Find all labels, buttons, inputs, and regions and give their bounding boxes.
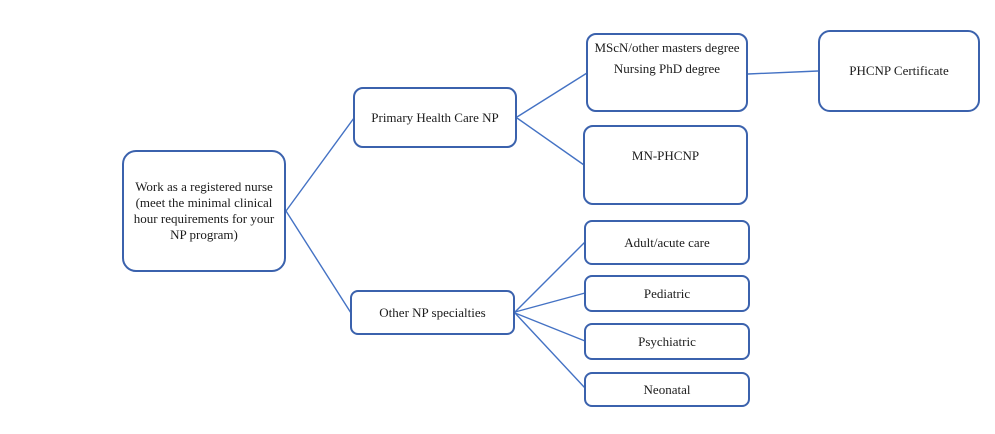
node-neonatal: Neonatal bbox=[584, 372, 750, 407]
node-neonatal-label: Neonatal bbox=[643, 381, 691, 397]
edge-other-pediatric bbox=[514, 292, 586, 313]
edge-mscn-phcnp bbox=[747, 70, 819, 75]
node-adult-acute-care: Adult/acute care bbox=[584, 220, 750, 265]
node-registered-nurse: Work as a registered nurse (meet the min… bbox=[122, 150, 286, 272]
node-adult-acute-care-label: Adult/acute care bbox=[624, 234, 710, 250]
node-pediatric: Pediatric bbox=[584, 275, 750, 312]
edge-root-primary bbox=[285, 117, 355, 212]
node-mscn-label-line1: MScN/other masters degree bbox=[594, 40, 740, 55]
node-psychiatric: Psychiatric bbox=[584, 323, 750, 360]
node-mn-phcnp-label: MN-PHCNP bbox=[631, 148, 700, 163]
node-primary-health-care-np-label: Primary Health Care NP bbox=[371, 109, 499, 125]
edge-other-neonatal bbox=[514, 312, 586, 389]
node-mn-phcnp: MN-PHCNP bbox=[583, 125, 748, 205]
node-other-np-specialties-label: Other NP specialties bbox=[379, 304, 486, 320]
node-mscn-phd-degree: MScN/other masters degree Nursing PhD de… bbox=[586, 33, 748, 112]
edge-primary-mscn bbox=[516, 72, 588, 118]
node-registered-nurse-label: Work as a registered nurse (meet the min… bbox=[133, 179, 275, 242]
edge-other-adult bbox=[514, 241, 586, 313]
node-primary-health-care-np: Primary Health Care NP bbox=[353, 87, 517, 148]
node-psychiatric-label: Psychiatric bbox=[638, 333, 696, 349]
edge-primary-mn bbox=[516, 117, 585, 166]
node-phcnp-certificate-label: PHCNP Certificate bbox=[849, 63, 949, 78]
edge-other-psychiatric bbox=[514, 312, 586, 342]
node-pediatric-label: Pediatric bbox=[643, 285, 691, 301]
node-mscn-label-line2: Nursing PhD degree bbox=[613, 61, 721, 76]
node-phcnp-certificate: PHCNP Certificate bbox=[818, 30, 980, 112]
edge-root-other bbox=[285, 210, 352, 314]
node-other-np-specialties: Other NP specialties bbox=[350, 290, 515, 335]
